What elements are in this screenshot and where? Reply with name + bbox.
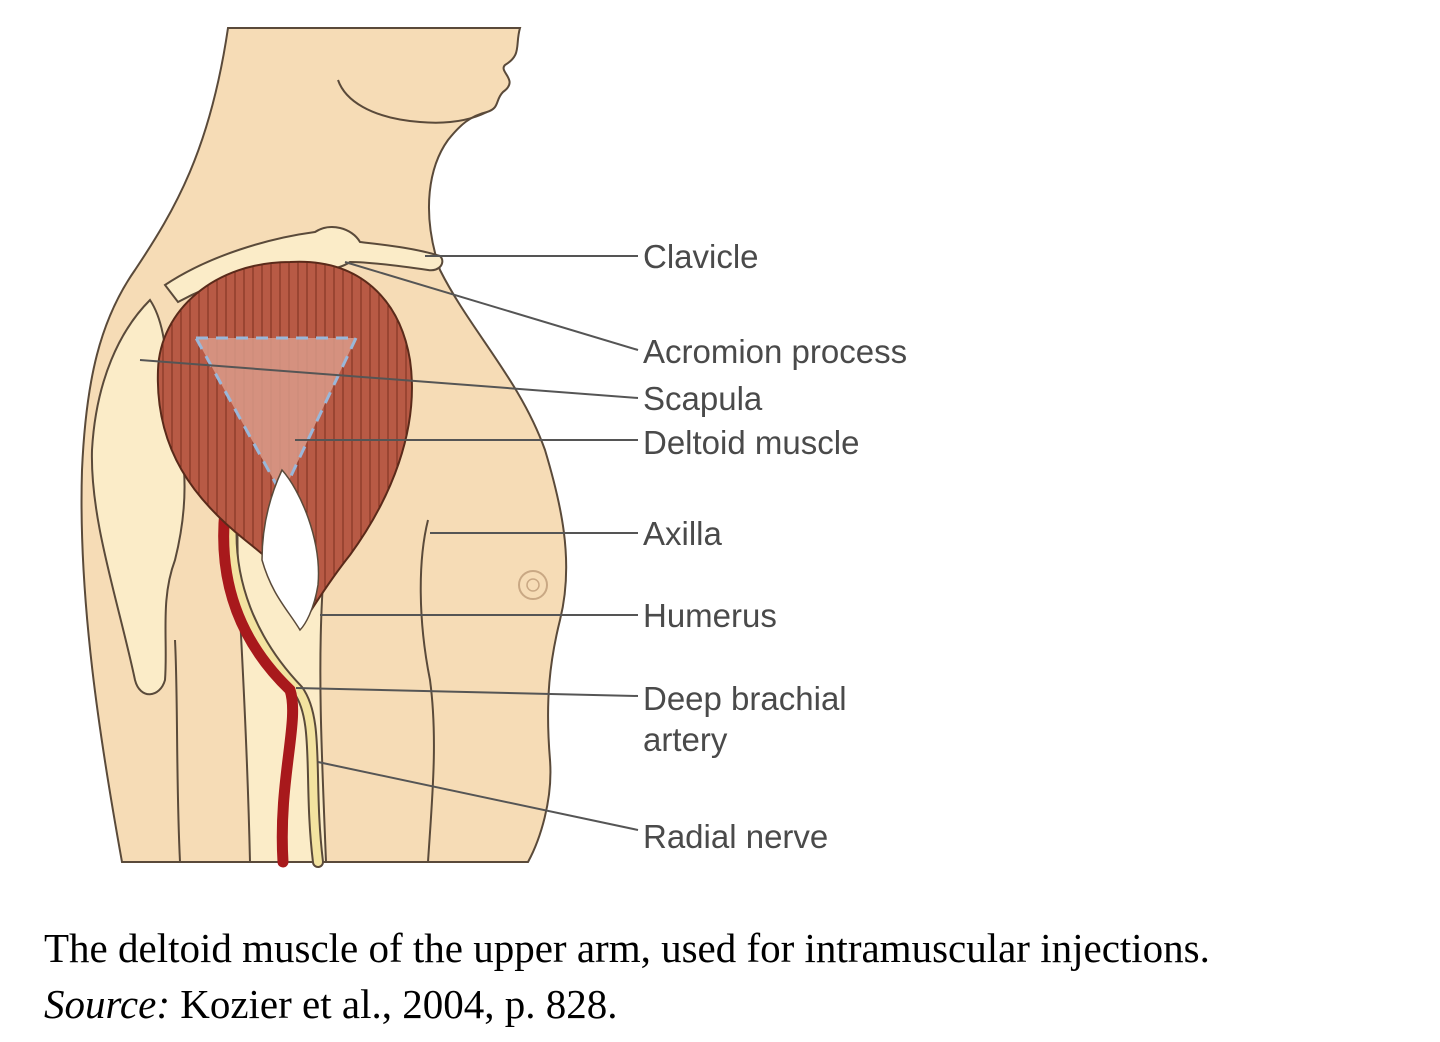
label-artery: artery: [643, 721, 728, 758]
caption-source: Source: Kozier et al., 2004, p. 828.: [44, 976, 1434, 1032]
label-deep-brachial: Deep brachial: [643, 680, 847, 717]
leader-acromion: [344, 261, 639, 351]
deep-brachial-artery: [218, 504, 299, 868]
arm-contour: [174, 639, 181, 863]
injection-site-triangle: [193, 336, 359, 499]
torso-contour: [419, 519, 435, 863]
deltoid-diagram: Clavicle Acromion process Scapula Deltoi…: [80, 27, 907, 868]
source-label: Source:: [44, 981, 170, 1027]
label-humerus: Humerus: [643, 597, 777, 634]
leader-lines: [139, 255, 639, 831]
deltoid-tendon: [261, 468, 320, 632]
label-acromion-process: Acromion process: [643, 333, 907, 370]
label-axilla: Axilla: [643, 515, 723, 552]
label-clavicle: Clavicle: [643, 238, 759, 275]
leader-radial-nerve: [317, 761, 639, 831]
label-scapula: Scapula: [643, 380, 763, 417]
label-deltoid-muscle: Deltoid muscle: [643, 424, 859, 461]
nipple: [518, 570, 548, 600]
source-text: Kozier et al., 2004, p. 828.: [180, 981, 618, 1027]
caption-text: The deltoid muscle of the upper arm, use…: [44, 925, 1210, 971]
leader-scapula: [139, 359, 639, 399]
leader-deep-brachial: [295, 687, 639, 697]
figure-caption: The deltoid muscle of the upper arm, use…: [44, 920, 1434, 1032]
label-radial-nerve: Radial nerve: [643, 818, 828, 855]
chin-contour: [337, 79, 488, 124]
